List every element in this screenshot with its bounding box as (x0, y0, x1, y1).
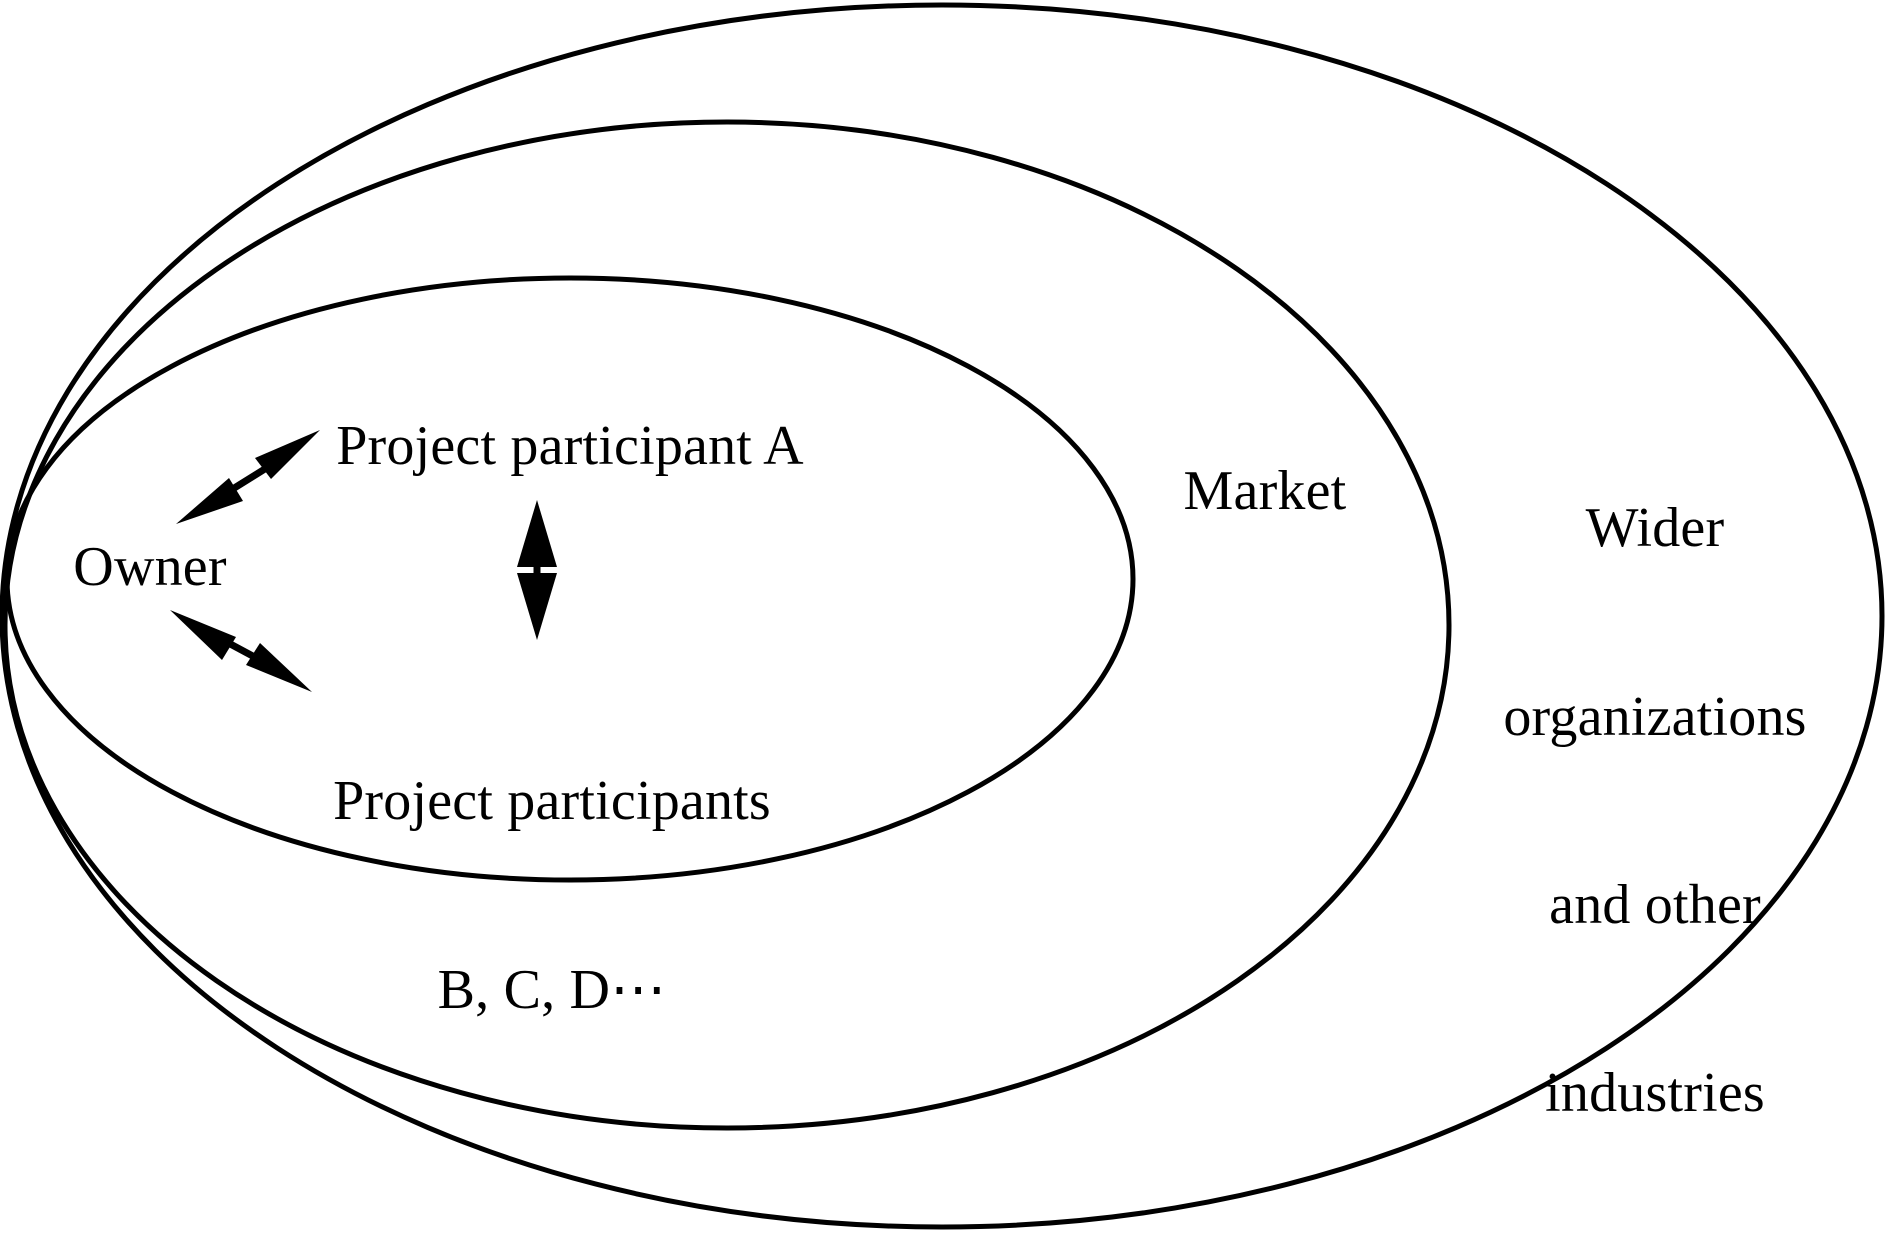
owner-participant-a-arrowhead-start (176, 478, 243, 524)
inner-ring-project-team (4, 275, 1136, 883)
participants-vertical-arrowhead-down (517, 573, 557, 640)
participant-a-participants-bcd-double-arrow (517, 500, 557, 640)
label-wider-line4: industries (1545, 1061, 1765, 1124)
owner-participants-bcd-double-arrow (170, 610, 312, 692)
owner-participant-a-arrowhead-end (255, 430, 320, 479)
owner-participants-bcd-arrowhead-start (170, 610, 236, 660)
label-market: Market (1183, 460, 1347, 522)
middle-ring-market (2, 119, 1452, 1131)
label-owner: Owner (73, 536, 227, 598)
label-project-participants-bcd: Project participants B, C, D⋯ (282, 645, 822, 1147)
owner-participants-bcd-arrowhead-end (246, 643, 312, 692)
label-wider-line2: organizations (1503, 685, 1807, 748)
outer-ring-wider-environment (0, 2, 1885, 1230)
label-wider-line1: Wider (1585, 497, 1725, 560)
label-project-participants-bcd-line1: Project participants (333, 770, 771, 833)
owner-participant-a-double-arrow (176, 430, 320, 524)
label-project-participant-a: Project participant A (336, 415, 804, 477)
label-wider-line3: and other (1549, 873, 1761, 936)
label-wider-organizations: Wider organizations and other industries (1455, 372, 1855, 1250)
participants-vertical-arrowhead-up (517, 500, 557, 567)
label-project-participants-bcd-line2: B, C, D⋯ (437, 958, 667, 1021)
